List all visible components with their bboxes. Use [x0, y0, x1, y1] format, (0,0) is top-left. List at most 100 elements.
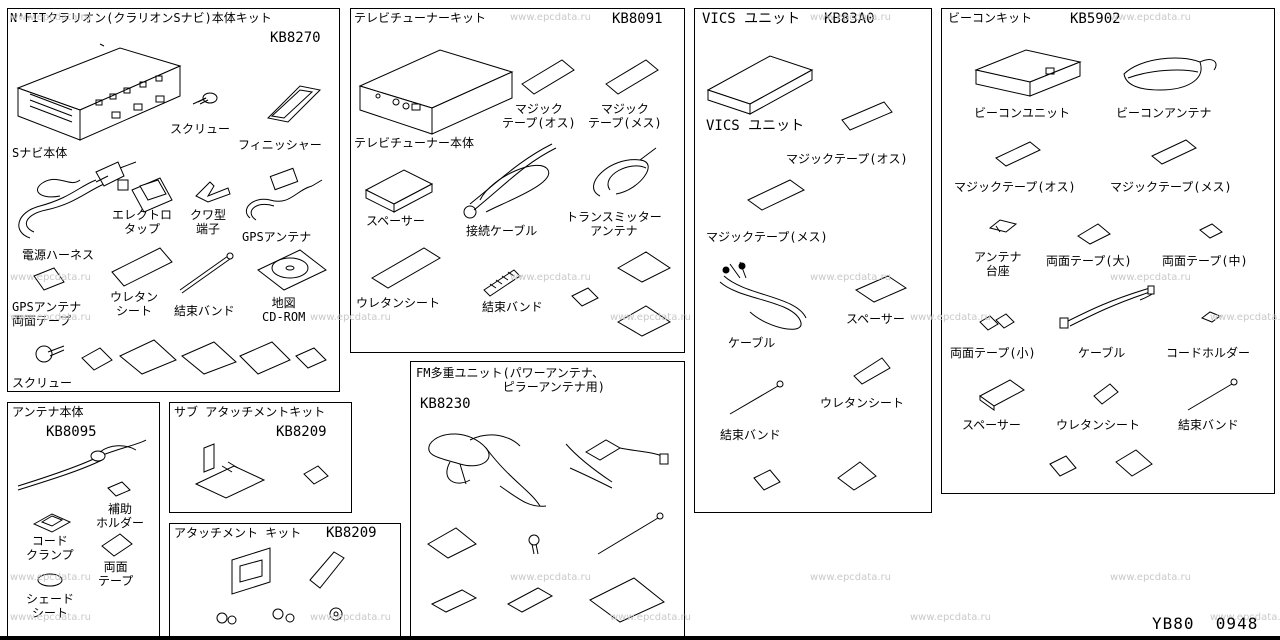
tuner-unit-illustration	[358, 49, 514, 135]
antenna-label-cord-clamp: コード クランプ	[26, 534, 74, 562]
vics-band-illustration	[729, 380, 784, 415]
navi-label-power-harness: 電源ハーネス	[22, 248, 95, 262]
beacon-sheet-illustrations	[1049, 449, 1153, 477]
beacon-antenna-base-illustration	[988, 219, 1018, 233]
diagram-code: YB80 0948	[1152, 614, 1259, 633]
fm-screw-illustration	[528, 534, 540, 555]
vics-label-spacer: スペーサー	[846, 312, 905, 326]
vics-cable-illustration	[719, 261, 807, 330]
beacon-kit-code: KB5902	[1070, 11, 1121, 27]
watermark: www.epcdata.ru	[910, 312, 991, 323]
tv-label-magic-male: マジック テープ(オス)	[502, 102, 576, 130]
tv-kit-title: テレビチューナーキット	[354, 11, 487, 25]
vics-kit-code: KB83A0	[824, 11, 875, 27]
beacon-unit-illustration	[974, 49, 1082, 97]
navi-label-screw: スクリュー	[170, 122, 231, 136]
beacon-label-unit: ビーコンユニット	[974, 106, 1071, 120]
navi-sheet-illustrations	[81, 339, 327, 375]
fm-tape-illustration	[427, 527, 477, 559]
attach-screw-illustrations	[216, 607, 343, 625]
tv-kit-code: KB8091	[612, 11, 663, 27]
tv-label-spacer: スペーサー	[366, 214, 425, 228]
beacon-label-tape-mid: 両面テープ(中)	[1162, 254, 1248, 268]
vics-kit-frame	[694, 8, 932, 513]
vics-label-unit: VICS ユニット	[706, 118, 805, 134]
antenna-tape-illustration	[101, 533, 133, 557]
beacon-label-antenna: ビーコンアンテナ	[1116, 106, 1212, 120]
tv-label-tuner-unit: テレビチューナー本体	[354, 136, 475, 150]
band-illustration	[179, 252, 234, 294]
tv-kit-frame	[350, 8, 685, 353]
beacon-urethane-illustration	[1093, 383, 1119, 405]
vics-urethane-illustration	[853, 357, 891, 385]
watermark: www.epcdata.ru	[10, 272, 91, 283]
beacon-magic-tape-illustrations	[995, 139, 1197, 167]
attach-bracket-illustration	[231, 547, 271, 595]
fm-band-illustration	[597, 512, 664, 555]
tv-cable-illustration	[463, 143, 557, 219]
tv-label-magic-female: マジック テープ(メス)	[588, 102, 662, 130]
navi-kit-title: N'FITクラリオン(クラリオンSナビ)本体キット	[10, 11, 272, 25]
beacon-tape-large-mid-illustrations	[1077, 223, 1223, 245]
navi-label-kuwa-terminal: クワ型 端子	[190, 208, 227, 236]
tv-label-band: 結束バンド	[482, 300, 543, 314]
watermark: www.epcdata.ru	[810, 12, 891, 23]
beacon-kit-frame	[941, 8, 1275, 494]
antenna-kit-title: アンテナ本体	[12, 405, 84, 419]
watermark: www.epcdata.ru	[310, 312, 391, 323]
navi-label-screw2: スクリュー	[12, 376, 73, 390]
sub-attach-kit-frame	[169, 402, 352, 513]
watermark: www.epcdata.ru	[1110, 12, 1191, 23]
tv-urethane-illustration	[371, 247, 441, 289]
watermark: www.epcdata.ru	[1110, 572, 1191, 583]
tv-label-transmitter: トランスミッター アンテナ	[566, 210, 662, 238]
tv-sheet-illustrations	[571, 251, 671, 337]
electro-tap-illustration	[131, 177, 173, 213]
map-cd-illustration	[257, 249, 327, 291]
fm-kit-code: KB8230	[420, 396, 471, 412]
beacon-label-magic-male: マジックテープ(オス)	[954, 180, 1076, 194]
antenna-kit-code: KB8095	[46, 424, 97, 440]
beacon-label-tape-small: 両面テープ(小)	[950, 346, 1036, 360]
navi-kit-code: KB8270	[270, 30, 321, 46]
sub-attach-bracket-illustration	[194, 443, 266, 499]
antenna-label-shade-sheet: シェード シート	[26, 592, 75, 620]
watermark: www.epcdata.ru	[810, 572, 891, 583]
vics-label-cable: ケーブル	[728, 336, 776, 350]
tv-spacer-illustration	[364, 169, 434, 213]
watermark: www.epcdata.ru	[10, 312, 91, 323]
watermark: www.epcdata.ru	[510, 272, 591, 283]
watermark: www.epcdata.ru	[510, 12, 591, 23]
beacon-kit-title: ビーコンキット	[948, 11, 1033, 25]
watermark: www.epcdata.ru	[1210, 612, 1280, 623]
fm-unit-illustration	[565, 439, 669, 489]
navi-kit-frame	[7, 8, 340, 392]
watermark: www.epcdata.ru	[10, 572, 91, 583]
vics-label-urethane: ウレタンシート	[820, 396, 905, 410]
tv-label-urethane: ウレタンシート	[356, 296, 441, 310]
fm-harness-illustration	[428, 433, 547, 507]
navi-label-urethane: ウレタン シート	[110, 290, 159, 318]
antenna-body-illustration	[17, 439, 147, 491]
transmitter-illustration	[593, 147, 657, 197]
vics-spacer-illustration	[854, 275, 908, 303]
vics-sheet-illustrations	[753, 461, 877, 491]
beacon-label-antenna-base: アンテナ 台座	[974, 250, 1022, 278]
tv-label-cable: 接続ケーブル	[466, 224, 538, 238]
navi-label-gps-antenna: GPSアンテナ	[242, 230, 312, 244]
gps-tape-illustration	[33, 267, 65, 291]
watermark: www.epcdata.ru	[1210, 312, 1280, 323]
tv-band-illustration	[483, 269, 521, 297]
vics-label-magic-male: マジックテープ(オス)	[786, 152, 908, 166]
cord-clamp-illustration	[32, 513, 72, 533]
beacon-label-spacer: スペーサー	[962, 418, 1021, 432]
navi-label-band: 結束バンド	[174, 304, 235, 318]
navi-label-gps-tape: GPSアンテナ 両面テープ	[12, 300, 82, 328]
watermark: www.epcdata.ru	[610, 612, 691, 623]
gps-antenna-illustration	[245, 167, 323, 221]
attach-kit-code: KB8209	[326, 525, 377, 541]
fm-kit-title: FM多重ユニット(パワーアンテナ、 ピラーアンテナ用)	[416, 366, 605, 394]
beacon-cord-holder-illustration	[1200, 311, 1222, 323]
